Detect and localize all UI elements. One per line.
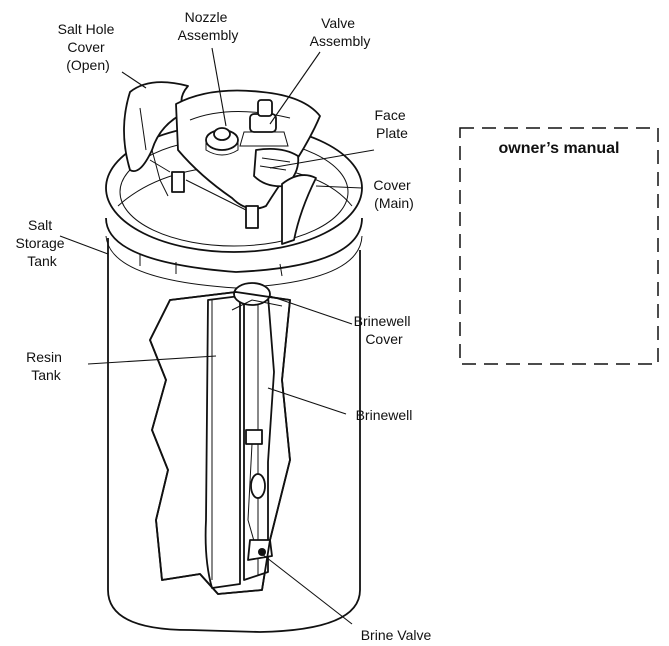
label-cover-main: Cover (Main) [373,177,414,211]
label-face-plate: Face Plate [374,107,409,141]
label-brinewell: Brinewell [356,407,413,423]
label-resin-tank: Resin Tank [26,349,66,383]
owners-manual-box: owner’s manual [459,127,659,365]
label-salt-storage-tank: Salt Storage Tank [16,217,69,269]
leader-lines [59,47,375,625]
label-nozzle-assembly: Nozzle Assembly [178,9,239,43]
label-valve-assembly: Valve Assembly [310,15,371,49]
softener-illustration [105,81,363,633]
label-brine-valve: Brine Valve [361,627,432,643]
label-brinewell-cover: Brinewell Cover [354,313,415,347]
labels: Salt Hole Cover (Open) Nozzle Assembly V… [16,9,432,643]
manual-title: owner’s manual [499,140,620,157]
label-salt-hole-cover: Salt Hole Cover (Open) [58,21,119,73]
